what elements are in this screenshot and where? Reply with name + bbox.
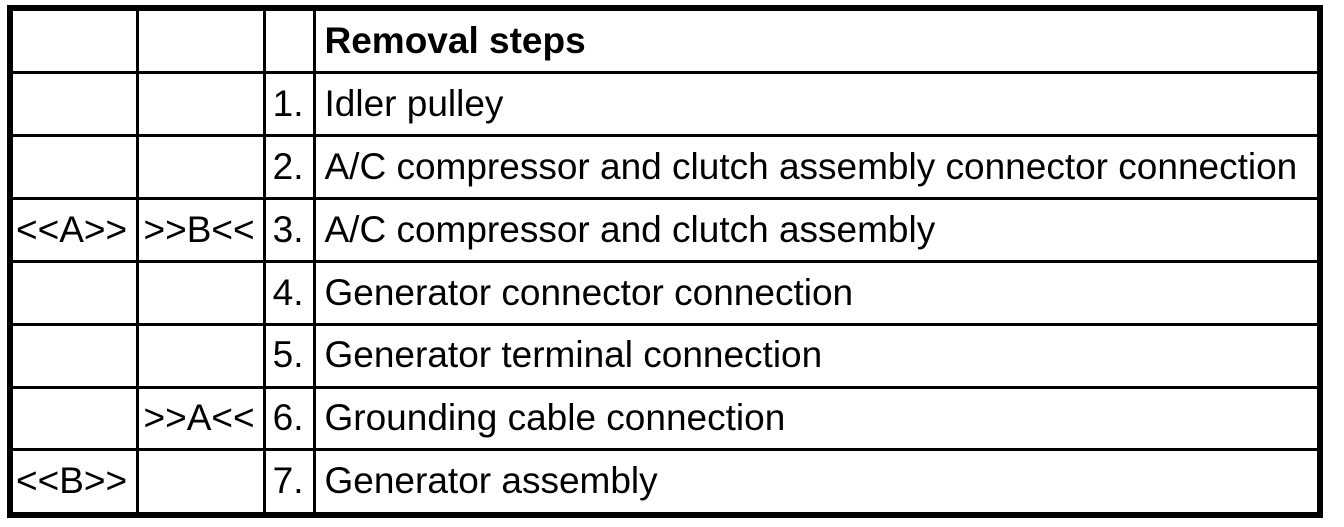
table-title: Removal steps — [312, 6, 1322, 75]
marker-right-cell: >>A<< — [135, 385, 266, 452]
header-row: Removal steps — [8, 6, 1322, 75]
header-marker-left-cell — [8, 6, 139, 75]
step-description-cell: Generator assembly — [312, 448, 1322, 517]
step-number-cell: 1. — [262, 71, 316, 138]
marker-left-cell: <<B>> — [8, 448, 139, 517]
step-number-cell: 7. — [262, 448, 316, 517]
marker-left-cell — [8, 71, 139, 138]
table-row: >>A<< 6. Grounding cable connection — [8, 385, 1322, 452]
step-number-cell: 3. — [262, 197, 316, 263]
marker-right-cell — [135, 259, 266, 326]
step-description-cell: Generator connector connection — [312, 259, 1322, 326]
step-number-cell: 5. — [262, 322, 316, 389]
step-description-cell: Idler pulley — [312, 71, 1322, 138]
marker-right-cell: >>B<< — [135, 197, 266, 263]
header-number-cell — [262, 6, 316, 75]
marker-left-cell — [8, 134, 139, 201]
marker-right-cell — [135, 71, 266, 138]
step-description-cell: A/C compressor and clutch assembly conne… — [312, 134, 1322, 201]
table-row: 1. Idler pulley — [8, 71, 1322, 138]
table-row: <<A>> >>B<< 3. A/C compressor and clutch… — [8, 197, 1322, 263]
table-row: 2. A/C compressor and clutch assembly co… — [8, 134, 1322, 201]
marker-right-cell — [135, 322, 266, 389]
header-marker-right-cell — [135, 6, 266, 75]
step-number-cell: 2. — [262, 134, 316, 201]
marker-left-cell — [8, 385, 139, 452]
step-description-cell: Grounding cable connection — [312, 385, 1322, 452]
marker-right-cell — [135, 134, 266, 201]
marker-left-cell: <<A>> — [8, 197, 139, 263]
marker-left-cell — [8, 259, 139, 326]
table-row: 5. Generator terminal connection — [8, 322, 1322, 389]
table-row: <<B>> 7. Generator assembly — [8, 448, 1322, 517]
step-number-cell: 4. — [262, 259, 316, 326]
marker-left-cell — [8, 322, 139, 389]
step-description-cell: A/C compressor and clutch assembly — [312, 197, 1322, 263]
step-number-cell: 6. — [262, 385, 316, 452]
removal-steps-table: Removal steps 1. Idler pulley 2. A/C com… — [7, 5, 1323, 518]
step-description-cell: Generator terminal connection — [312, 322, 1322, 389]
marker-right-cell — [135, 448, 266, 517]
table-row: 4. Generator connector connection — [8, 259, 1322, 326]
